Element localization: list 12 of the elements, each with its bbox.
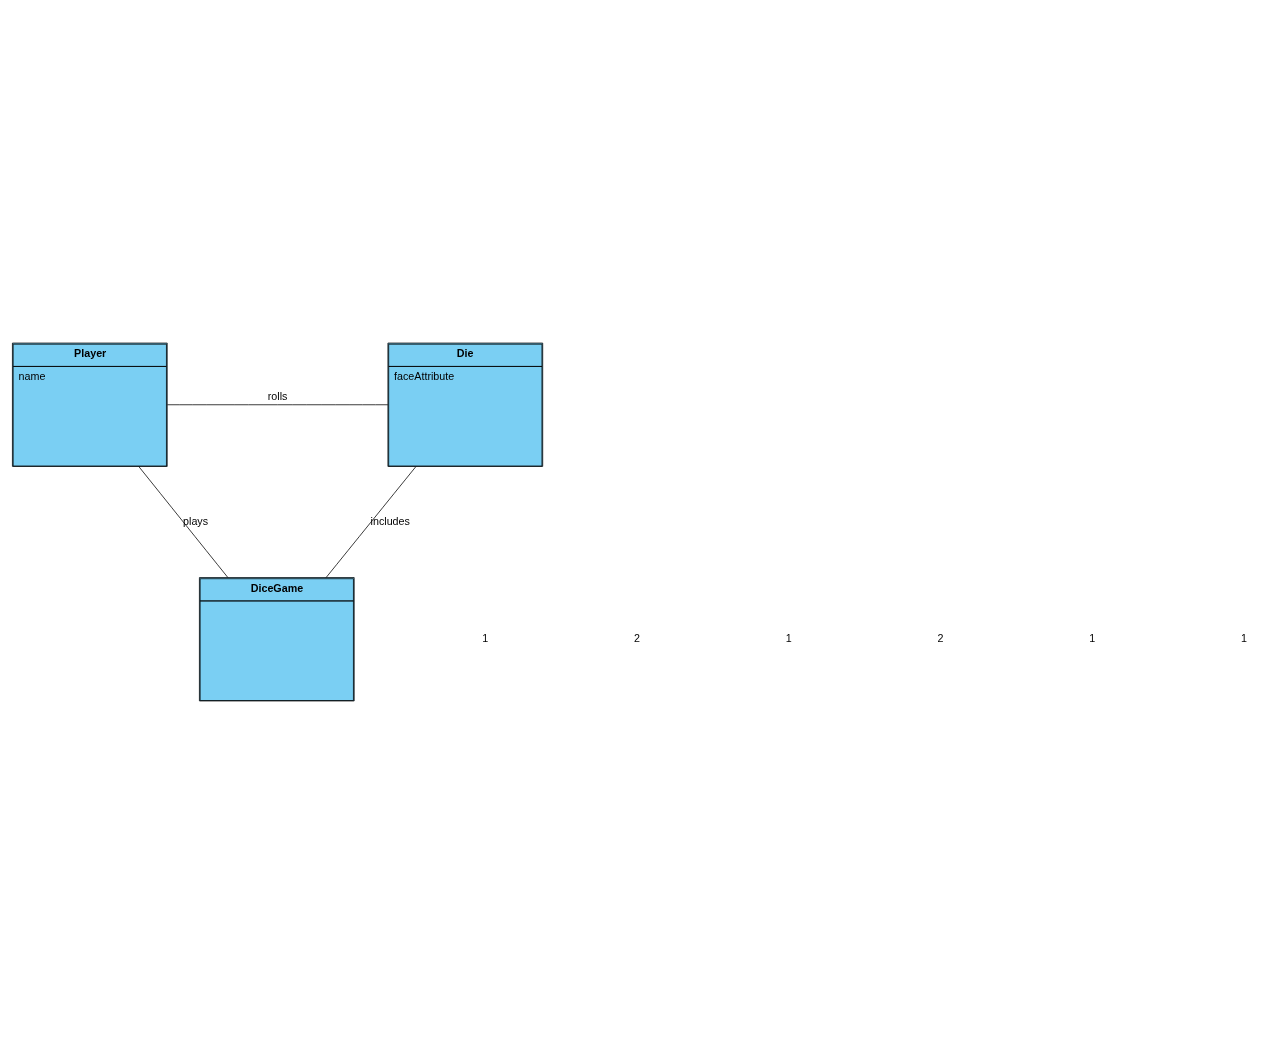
label: 1 <box>785 631 792 644</box>
label: 2 <box>633 631 640 644</box>
edge-label: rolls <box>267 389 288 402</box>
label: 2 <box>937 631 944 644</box>
edge-label: plays <box>183 514 209 527</box>
edge-label: includes <box>370 514 410 527</box>
connector <box>167 403 389 405</box>
connector <box>138 465 229 578</box>
label: 1 <box>1089 631 1096 644</box>
label: 1 <box>1240 631 1247 644</box>
label: 1 <box>482 631 489 644</box>
connector <box>325 465 417 578</box>
